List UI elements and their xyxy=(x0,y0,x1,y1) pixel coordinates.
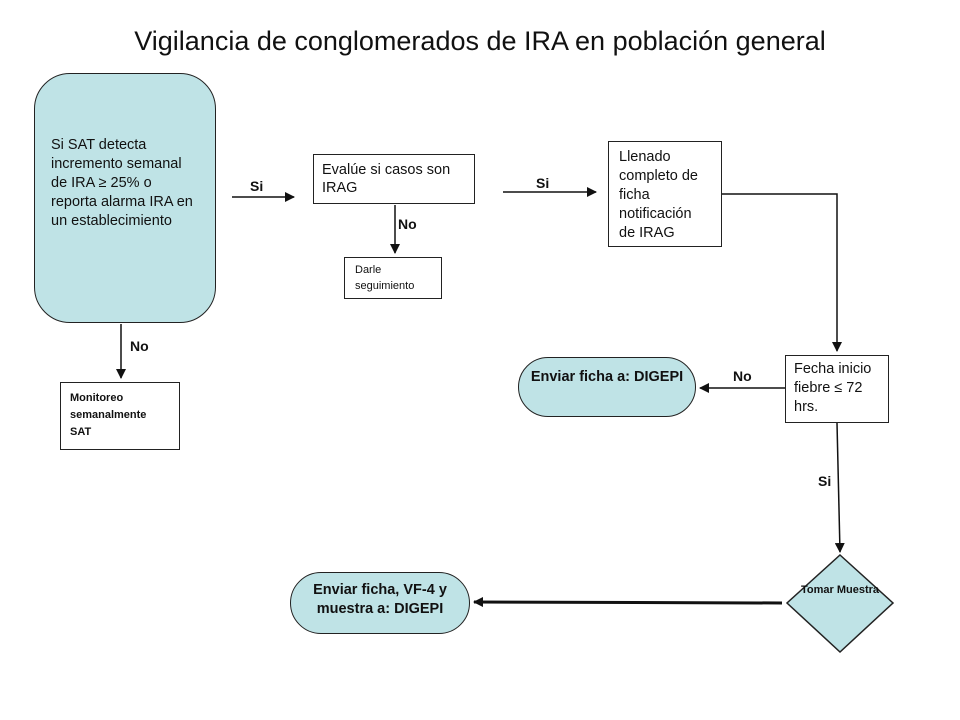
fever-date-box: Fecha inicio fiebre ≤ 72 hrs. xyxy=(785,355,889,423)
arrow-fecha-to-tomar xyxy=(834,422,845,553)
arrow-llenado-to-fecha xyxy=(722,193,842,352)
arrow-tomar-to-enviar2 xyxy=(473,597,783,608)
edge-label-no-fecha: No xyxy=(733,368,752,384)
fill-form-box: Llenado completo de ficha notificación d… xyxy=(608,141,722,247)
evaluate-irag-box: Evalúe si casos son IRAG xyxy=(313,154,475,204)
follow-up-box: Darle seguimiento xyxy=(344,257,442,299)
edge-label-no-start: No xyxy=(130,338,149,354)
edge-label-si-2: Si xyxy=(536,175,550,191)
send-form-sample-digepi-box: Enviar ficha, VF-4 y muestra a: DIGEPI xyxy=(290,572,470,634)
start-condition-box: Si SAT detecta incremento semanal de IRA… xyxy=(34,73,216,323)
monitoring-line-2: semanalmente SAT xyxy=(70,409,147,438)
send-form-digepi-box: Enviar ficha a: DIGEPI xyxy=(518,357,696,417)
edge-label-no-evalue: No xyxy=(398,216,417,232)
edge-label-si-1: Si xyxy=(250,178,264,194)
page-title: Vigilancia de conglomerados de IRA en po… xyxy=(134,26,826,56)
edge-label-si-fecha: Si xyxy=(818,473,832,489)
take-sample-label: Tomar Muestra xyxy=(800,584,880,596)
monitoring-line-1: Monitoreo xyxy=(70,392,124,404)
tomar-muestra-diamond xyxy=(785,553,895,654)
weekly-monitoring-box: Monitoreo semanalmente SAT xyxy=(60,382,180,450)
